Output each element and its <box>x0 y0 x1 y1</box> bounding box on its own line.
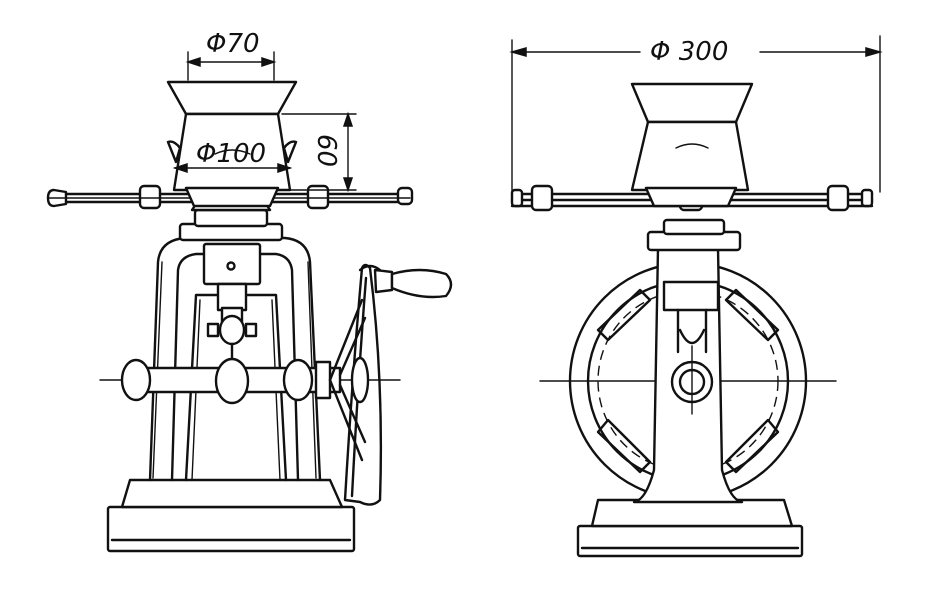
dim-phi-300-label: Φ 300 <box>650 37 728 67</box>
front-slider-block <box>202 242 262 324</box>
dim-phi-70-label: Φ70 <box>206 29 260 59</box>
front-main-shaft <box>99 357 401 405</box>
dim-top-diameter: Φ70 <box>185 29 277 81</box>
dim-hopper-diameter: Φ100 <box>172 139 293 174</box>
dim-hopper-height: 60 <box>281 111 357 193</box>
dim-phi-100-label: Φ100 <box>196 139 266 169</box>
front-base <box>106 478 356 553</box>
front-view: Φ70 Φ100 60 <box>46 29 453 553</box>
side-column <box>632 218 744 504</box>
front-crank-handle <box>358 264 453 299</box>
front-hopper <box>166 80 298 208</box>
front-eccentric <box>206 314 258 367</box>
side-view: Φ 300 <box>509 35 883 558</box>
front-handwheel <box>328 263 383 506</box>
dim-60-label: 60 <box>311 134 341 167</box>
dim-handle-span: Φ 300 <box>509 35 883 193</box>
side-hopper <box>630 82 754 208</box>
side-base <box>576 498 804 558</box>
